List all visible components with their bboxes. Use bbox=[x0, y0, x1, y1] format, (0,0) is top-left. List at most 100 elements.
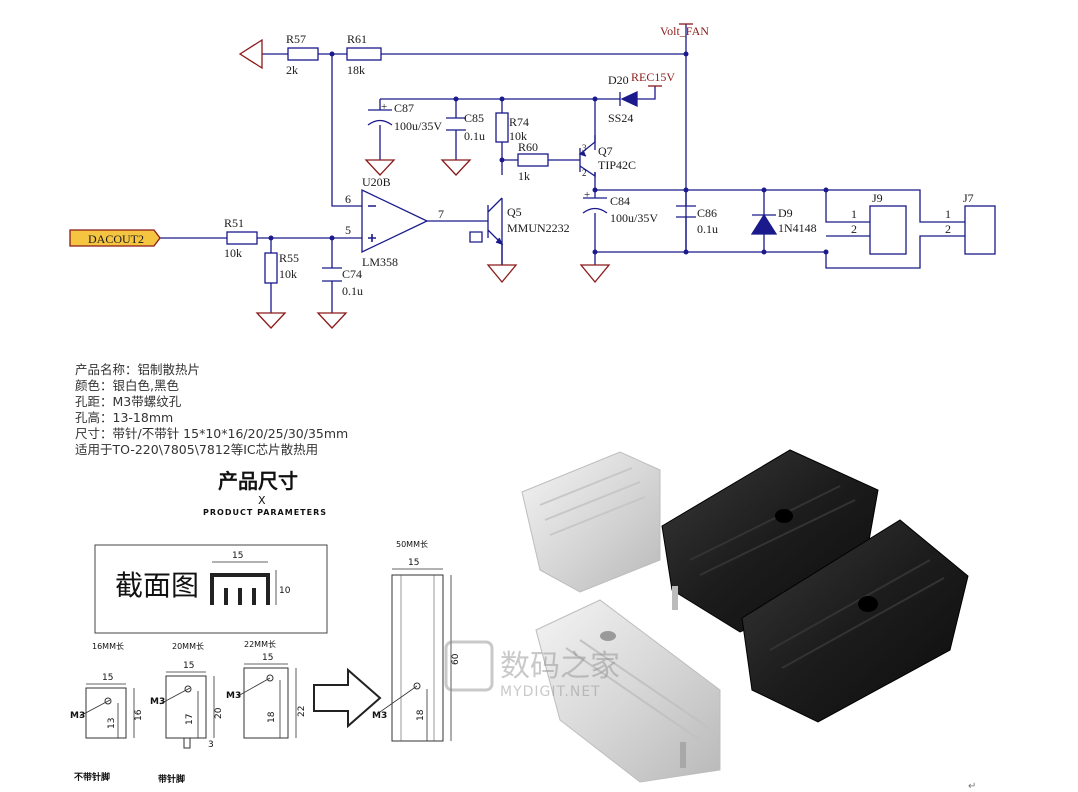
c74-ref: C74 bbox=[342, 267, 362, 281]
size20-dims bbox=[159, 676, 215, 738]
product-dimensions: 产品尺寸 X PRODUCT PARAMETERS 截面图 15 10 50MM… bbox=[70, 469, 461, 785]
size22-width: 15 bbox=[262, 653, 273, 663]
transistor-q7 bbox=[578, 135, 596, 178]
size20-hole-dim: 17 bbox=[185, 714, 195, 725]
size22-height: 22 bbox=[297, 706, 307, 717]
size20-hole bbox=[184, 685, 192, 693]
diode-d20 bbox=[619, 90, 638, 108]
q7-value: TIP42C bbox=[598, 158, 636, 172]
cross-section-width: 15 bbox=[232, 551, 243, 561]
resistor-r74 bbox=[495, 112, 509, 143]
d9-ref: D9 bbox=[778, 206, 793, 220]
silver-heatsink-top bbox=[521, 451, 661, 593]
size20-width: 15 bbox=[183, 661, 194, 671]
u20b-pin7: 7 bbox=[438, 207, 444, 221]
spec-line: 适用于TO-220\7805\7812等IC芯片散热用 bbox=[75, 442, 319, 457]
size22-dims bbox=[237, 668, 297, 738]
long-outline bbox=[391, 574, 444, 742]
size16-pin-label: 不带针脚 bbox=[74, 771, 110, 783]
dimensions-title: 产品尺寸 bbox=[218, 469, 298, 493]
q5-value: MMUN2232 bbox=[507, 221, 570, 235]
long-hole bbox=[413, 682, 421, 690]
size16-hole-dim: 13 bbox=[107, 718, 117, 729]
size22-label: 22MM长 bbox=[244, 639, 276, 649]
spec-line: 孔高：13-18mm bbox=[75, 410, 174, 425]
schematic-labels: Volt_FAN REC15V DACOUT2 R57 2k R61 18k C… bbox=[88, 24, 974, 298]
resistor-r60 bbox=[517, 153, 549, 167]
j9-pin2: 2 bbox=[851, 222, 857, 236]
connector-j7 bbox=[964, 205, 996, 255]
r51-value: 10k bbox=[224, 246, 242, 260]
size20-outline bbox=[165, 675, 207, 739]
cross-section-dim bbox=[212, 561, 277, 605]
watermark-logo-icon bbox=[444, 640, 494, 692]
resistor-r55 bbox=[264, 252, 278, 284]
u20b-ref: U20B bbox=[362, 175, 391, 189]
junctions bbox=[268, 51, 829, 255]
r74-ref: R74 bbox=[509, 115, 529, 129]
u20b-pin5: 5 bbox=[345, 223, 351, 237]
j7-pin2: 2 bbox=[945, 222, 951, 236]
resistor-r51 bbox=[226, 231, 258, 245]
rec15v-label: REC15V bbox=[631, 70, 675, 84]
size16-height: 16 bbox=[134, 709, 144, 721]
size16-hole bbox=[104, 697, 112, 705]
c85-ref: C85 bbox=[464, 111, 484, 125]
size22-outline bbox=[243, 667, 289, 739]
size20-pin-label: 带针脚 bbox=[158, 773, 185, 785]
size16-width: 15 bbox=[102, 673, 113, 683]
capacitor-c86 bbox=[676, 205, 696, 218]
r57-ref: R57 bbox=[286, 32, 306, 46]
resistor-r61 bbox=[346, 47, 382, 61]
watermark: 数码之家 MYDIGIT.NET bbox=[444, 640, 620, 700]
d9-value: 1N4148 bbox=[778, 221, 817, 235]
transistor-q5 bbox=[469, 197, 504, 265]
opamp-u20b bbox=[361, 188, 429, 254]
q5-ref: Q5 bbox=[507, 205, 522, 219]
size20-label: 20MM长 bbox=[172, 641, 204, 651]
dimensions-title-x: X bbox=[258, 494, 266, 507]
j7-pin1: 1 bbox=[945, 207, 951, 221]
connector-j9 bbox=[869, 205, 907, 255]
c84-ref: C84 bbox=[610, 194, 630, 208]
cross-section-label: 截面图 bbox=[115, 569, 199, 602]
r57-value: 2k bbox=[286, 63, 298, 77]
black-heatsink-bottom bbox=[741, 519, 969, 723]
long-inner-lines bbox=[400, 575, 435, 741]
dimensions-subtitle: PRODUCT PARAMETERS bbox=[203, 508, 327, 517]
r55-value: 10k bbox=[279, 267, 297, 281]
c87-value: 100u/35V bbox=[394, 119, 442, 133]
q7-pin3: 3 bbox=[582, 143, 587, 153]
long-screw: M3 bbox=[372, 711, 387, 721]
long-height: 60 bbox=[451, 653, 461, 665]
dacout2-label: DACOUT2 bbox=[88, 232, 144, 246]
size16-dims bbox=[79, 688, 135, 738]
spec-list: 产品名称：铝制散热片 颜色：银白色,黑色 孔距：M3带螺纹孔 孔高：13-18m… bbox=[75, 362, 348, 458]
c85-value: 0.1u bbox=[464, 129, 485, 143]
r61-value: 18k bbox=[347, 63, 365, 77]
size20-screw: M3 bbox=[150, 697, 165, 707]
resistor-r57 bbox=[287, 47, 319, 61]
u20b-pin6: 6 bbox=[345, 192, 351, 206]
cross-section-height: 10 bbox=[279, 586, 291, 596]
size22-hole-dim: 18 bbox=[267, 711, 277, 723]
size22-screw: M3 bbox=[226, 691, 241, 701]
d20-ref: D20 bbox=[608, 73, 629, 87]
r61-ref: R61 bbox=[347, 32, 367, 46]
size16-label: 16MM长 bbox=[92, 641, 124, 651]
size22-hole bbox=[266, 674, 274, 682]
volt-fan-label: Volt_FAN bbox=[660, 24, 709, 38]
c87-plus: + bbox=[381, 101, 387, 113]
r60-ref: R60 bbox=[518, 140, 538, 154]
r51-ref: R51 bbox=[224, 216, 244, 230]
long-hole-dim: 18 bbox=[416, 709, 426, 721]
product-photo: 数码之家 MYDIGIT.NET bbox=[444, 449, 969, 783]
q7-ref: Q7 bbox=[598, 144, 613, 158]
capacitor-c74 bbox=[322, 267, 342, 282]
j9-pin1: 1 bbox=[851, 207, 857, 221]
u20b-value: LM358 bbox=[362, 255, 398, 269]
size-arrow bbox=[313, 667, 382, 729]
c87-ref: C87 bbox=[394, 101, 414, 115]
capacitor-c84 bbox=[582, 197, 608, 214]
d20-value: SS24 bbox=[608, 111, 633, 125]
